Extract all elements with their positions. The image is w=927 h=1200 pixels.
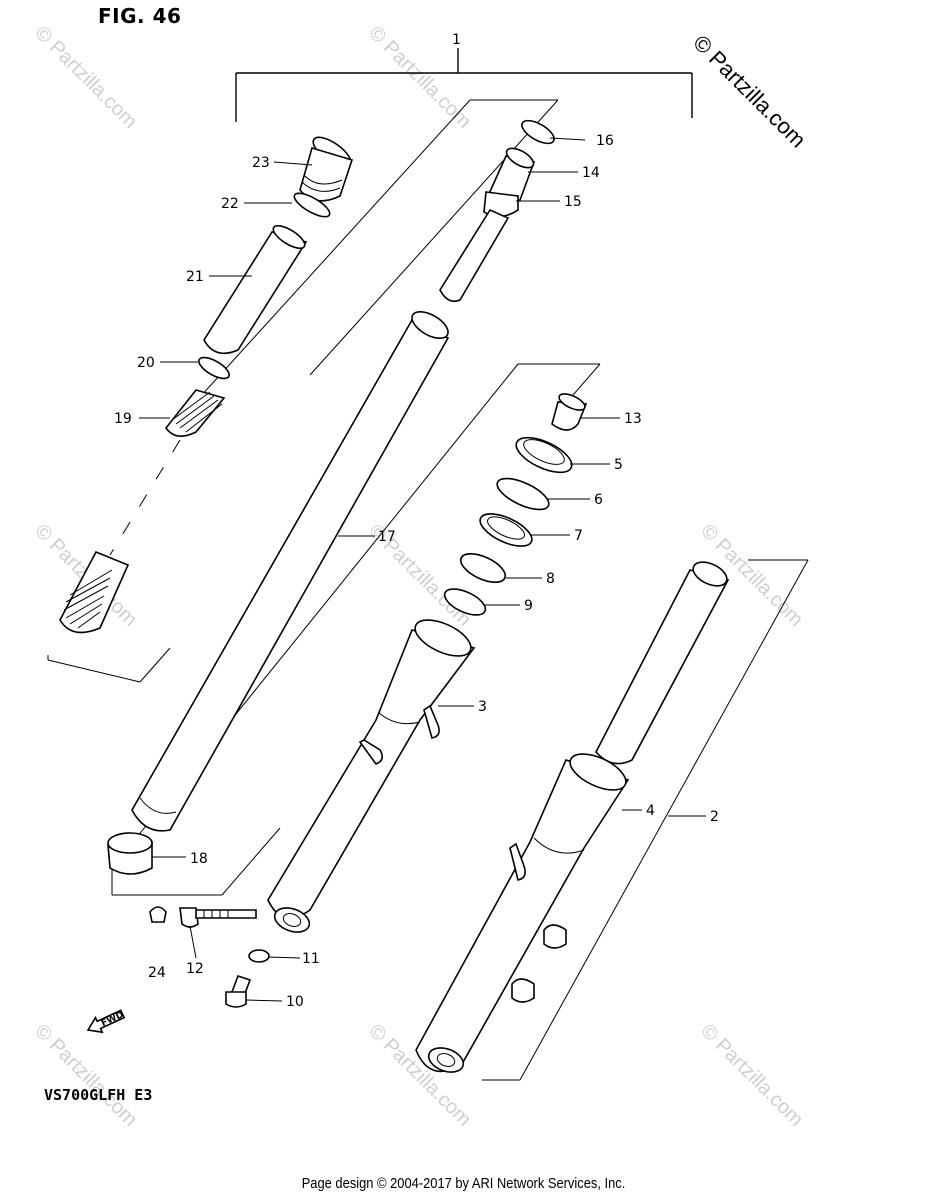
- callout-9: 9: [524, 598, 533, 614]
- callout-17: 17: [378, 529, 396, 545]
- part-oil-seal: [479, 513, 533, 547]
- part-rubber-cap: [149, 906, 167, 923]
- page-footer: Page design © 2004-2017 by ARI Network S…: [301, 1175, 626, 1192]
- callout-7: 7: [574, 528, 583, 544]
- callout-11: 11: [302, 951, 320, 967]
- part-dust-seal: [515, 436, 573, 474]
- part-outer-tube-left: [267, 619, 476, 933]
- part-guide-bushing: [443, 588, 487, 616]
- part-damper-rod: [439, 119, 555, 303]
- callout-6: 6: [594, 492, 603, 508]
- callout-14: 14: [582, 165, 600, 181]
- callout-10: 10: [286, 994, 304, 1010]
- callout-4: 4: [646, 803, 655, 819]
- part-oil-seal-washer: [459, 552, 507, 584]
- callout-18: 18: [190, 851, 208, 867]
- part-fork-cap-bolt: [299, 136, 354, 202]
- part-gasket: [248, 949, 270, 963]
- callout-3: 3: [478, 699, 487, 715]
- callout-19: 19: [114, 411, 132, 427]
- part-fork-spring: [59, 389, 226, 634]
- figure-title: FIG. 46: [98, 4, 182, 28]
- callout-2: 2: [710, 809, 719, 825]
- callout-13: 13: [624, 411, 642, 427]
- fwd-label: FWD: [100, 1010, 126, 1029]
- callout-5: 5: [614, 457, 623, 473]
- callout-20: 20: [137, 355, 155, 371]
- callout-22: 22: [221, 196, 239, 212]
- assembly-bracket: [235, 48, 693, 122]
- leader-lines: [139, 137, 706, 1002]
- callout-21: 21: [186, 269, 204, 285]
- callout-23: 23: [252, 155, 270, 171]
- fwd-arrow-icon: FWD: [86, 1009, 126, 1034]
- part-slide-bushing: [107, 832, 153, 875]
- part-drain-bolt: [225, 974, 252, 1008]
- part-front-fork-assembly-right: [415, 561, 730, 1073]
- callout-12: 12: [186, 961, 204, 977]
- part-inner-tube: [131, 310, 450, 832]
- callout-1: 1: [452, 32, 461, 48]
- part-damper-rod-bolt: [179, 907, 257, 928]
- part-oil-lock-piece: [551, 393, 588, 431]
- group-outline-right: [482, 559, 809, 1081]
- part-spring-washer: [198, 356, 230, 380]
- callout-16: 16: [596, 133, 614, 149]
- callout-labels: 1 2 3 4 5 6 7 8 9 10 11 12 13 14 15 16 1…: [114, 32, 719, 1010]
- callout-15: 15: [564, 194, 582, 210]
- model-code: VS700GLFH E3: [44, 1086, 153, 1104]
- part-oil-seal-clip: [496, 477, 550, 511]
- part-spacer-pipe: [203, 224, 308, 355]
- callout-24: 24: [148, 965, 166, 981]
- part-o-ring: [293, 192, 331, 218]
- callout-8: 8: [546, 571, 555, 587]
